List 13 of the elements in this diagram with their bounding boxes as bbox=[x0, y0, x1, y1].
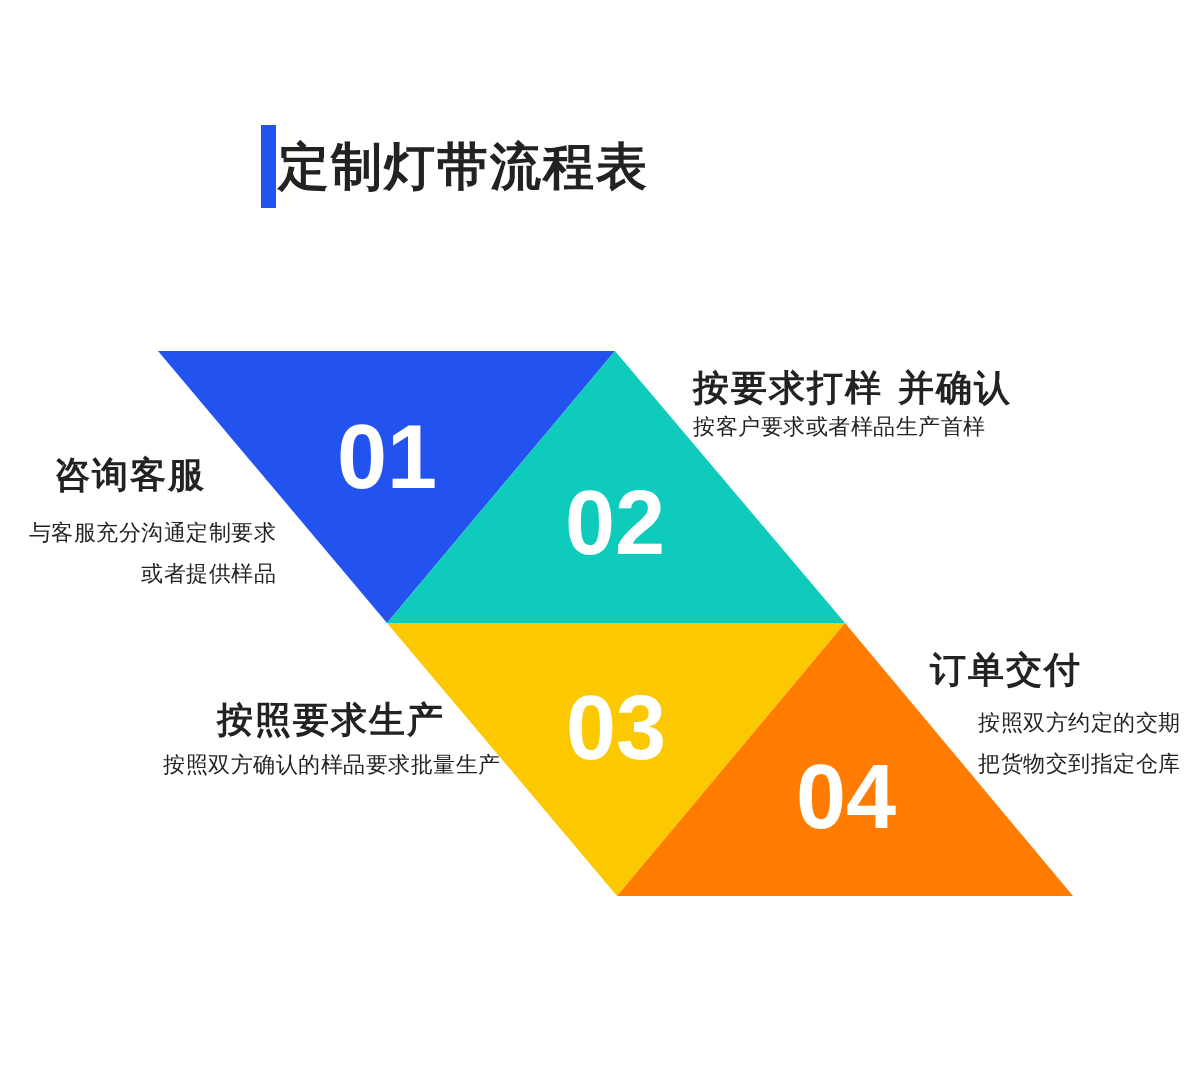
step-description: 按照双方约定的交期把货物交到指定仓库 bbox=[978, 709, 1182, 778]
step-description: 与客服充分沟通定制要求或者提供样品 bbox=[27, 519, 276, 588]
step-number: 04 bbox=[795, 752, 897, 842]
step-number: 02 bbox=[564, 478, 666, 568]
step-description: 按照双方确认的样品要求批量生产 bbox=[163, 751, 501, 779]
step-description: 按客户要求或者样品生产首样 bbox=[693, 413, 986, 441]
diagram-title: 定制灯带流程表 bbox=[278, 136, 649, 198]
step-number: 01 bbox=[336, 412, 438, 502]
step-heading: 按要求打样 并确认 bbox=[693, 366, 1012, 410]
step-heading: 咨询客服 bbox=[54, 453, 206, 497]
step-number: 03 bbox=[565, 683, 667, 773]
step-heading: 订单交付 bbox=[930, 648, 1082, 692]
step-heading: 按照要求生产 bbox=[217, 698, 445, 742]
